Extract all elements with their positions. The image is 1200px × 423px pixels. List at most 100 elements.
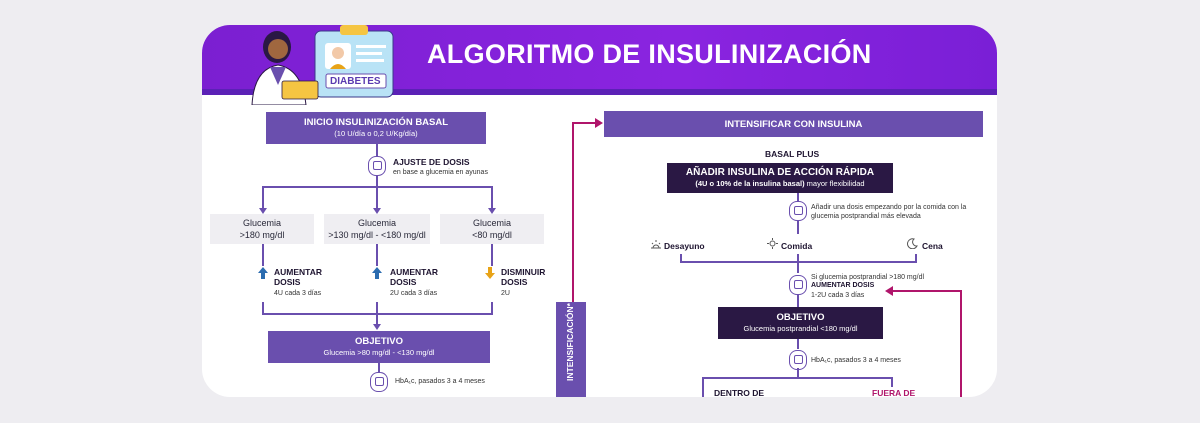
meal-lunch: Comida	[781, 241, 813, 251]
action-decrease: DISMINUIR DOSIS	[501, 267, 545, 287]
connector	[797, 295, 799, 307]
action-line2: DOSIS	[390, 277, 417, 287]
outside-target-label: FUERA DE	[872, 388, 916, 397]
connector	[376, 244, 378, 266]
connector	[797, 193, 799, 201]
action-line1: DISMINUIR	[501, 267, 546, 277]
objective-sub: Glucemia >80 mg/dl - <130 mg/dl	[323, 348, 435, 357]
action-detail: 2U	[501, 290, 510, 297]
merge-connector	[262, 313, 493, 315]
action-detail: 2U cada 3 días	[390, 290, 438, 297]
glucose-case-low: Glucemia <80 mg/dl	[440, 214, 544, 244]
basal-plus-label: BASAL PLUS	[765, 149, 820, 159]
connector	[797, 368, 799, 378]
arrow-up-icon	[258, 267, 268, 279]
action-increase-4: AUMENTAR DOSIS	[274, 267, 322, 287]
increase-note: Si glucemia postprandial >180 mg/dl	[811, 274, 925, 281]
feedback-line	[960, 290, 962, 397]
connector	[262, 244, 264, 266]
connector	[378, 363, 380, 372]
connector	[491, 302, 493, 314]
merge-connector	[680, 261, 917, 263]
connector	[262, 186, 264, 208]
glucometer-icon	[368, 156, 386, 176]
algorithm-card: DIABETES ALGORITMO DE INSULINIZACIÓN INI…	[202, 25, 997, 397]
intensify-line	[572, 122, 574, 302]
action-line1: AUMENTAR	[390, 267, 439, 277]
add-dose-note: Añadir una dosis empezando por la comida…	[811, 204, 967, 220]
arrow-right-icon	[595, 118, 603, 128]
glucose-value: <80 mg/dl	[472, 230, 512, 240]
objective-postprandial-box: OBJETIVO Glucemia postprandial <180 mg/d…	[718, 307, 883, 339]
connector	[702, 377, 704, 397]
connector	[680, 254, 682, 262]
glucose-value: >180 mg/dl	[239, 230, 285, 240]
connector	[797, 220, 799, 234]
connector	[797, 261, 799, 273]
increase-title: AUMENTAR DOSIS	[811, 282, 875, 289]
meal-dinner: Cena	[922, 241, 943, 251]
connector	[491, 244, 493, 266]
glucose-label: Glucemia	[357, 218, 396, 228]
start-basal-box: INICIO INSULINIZACIÓN BASAL (10 U/día o …	[266, 112, 486, 144]
page-title: ALGORITMO DE INSULINIZACIÓN	[427, 39, 872, 69]
glucometer-icon	[789, 275, 807, 295]
glucose-case-mid: Glucemia >130 mg/dl - <180 mg/dl	[324, 214, 430, 244]
add-rapid-sub-bold: (4U o 10% de la insulina basal)	[695, 179, 805, 188]
glucose-label: Glucemia	[472, 218, 511, 228]
diabetes-badge: DIABETES	[330, 76, 381, 87]
add-rapid-title: AÑADIR INSULINA DE ACCIÓN RÁPIDA	[685, 167, 875, 178]
arrow-down	[259, 208, 267, 214]
action-detail: 4U cada 3 días	[274, 290, 322, 297]
objective-basal-box: OBJETIVO Glucemia >80 mg/dl - <130 mg/dl	[268, 331, 490, 363]
feedback-line	[892, 290, 962, 292]
connector	[891, 377, 893, 387]
action-line2: DOSIS	[501, 277, 528, 287]
glucometer-icon	[789, 350, 807, 370]
hba1c-note: HbA₁c, pasados 3 a 4 meses	[811, 357, 901, 364]
adjust-dose-title: AJUSTE DE DOSIS	[393, 157, 470, 167]
intensification-tab	[556, 302, 586, 397]
objective-title: OBJETIVO	[776, 312, 825, 323]
connector	[262, 302, 264, 314]
glucose-label: Glucemia	[242, 218, 281, 228]
start-basal-title: INICIO INSULINIZACIÓN BASAL	[303, 117, 449, 128]
glucometer-icon	[370, 372, 388, 392]
connector	[376, 302, 378, 324]
connector	[797, 254, 799, 262]
arrow-left-icon	[885, 286, 893, 296]
branch-connector	[702, 377, 892, 379]
start-basal-sub: (10 U/día o 0,2 U/Kg/día)	[334, 129, 418, 138]
add-rapid-insulin-box: AÑADIR INSULINA DE ACCIÓN RÁPIDA (4U o 1…	[667, 163, 893, 193]
meal-breakfast: Desayuno	[664, 241, 705, 251]
sunrise-icon	[651, 240, 661, 249]
hba1c-note: HbA₁c, pasados 3 a 4 meses	[395, 378, 485, 385]
connector	[797, 339, 799, 349]
arrow-down	[488, 208, 496, 214]
moon-icon	[907, 238, 918, 249]
connector	[491, 186, 493, 208]
connector	[915, 254, 917, 262]
intensification-label: INTENSIFICACIÓN*	[565, 303, 575, 381]
connector	[376, 186, 378, 208]
header-band	[202, 89, 997, 95]
within-target-label: DENTRO DE	[714, 388, 765, 397]
sun-icon	[767, 238, 778, 249]
doctor-illustration	[251, 25, 394, 105]
intensify-line	[572, 122, 596, 124]
adjust-dose-sub: en base a glucemia en ayunas	[393, 169, 488, 176]
arrow-up-icon	[372, 267, 382, 279]
action-line1: AUMENTAR	[274, 267, 323, 277]
glucometer-icon	[789, 201, 807, 221]
add-rapid-sub: mayor flexibilidad	[804, 179, 865, 188]
connector	[376, 144, 378, 156]
intensify-title: INTENSIFICAR CON INSULINA	[724, 119, 863, 130]
connector	[376, 176, 378, 186]
intensify-insulin-box: INTENSIFICAR CON INSULINA	[604, 111, 983, 137]
arrow-down	[373, 208, 381, 214]
glucose-value: >130 mg/dl - <180 mg/dl	[328, 230, 426, 240]
action-line2: DOSIS	[274, 277, 301, 287]
arrow-down-icon	[485, 267, 495, 279]
action-increase-2: AUMENTAR DOSIS	[390, 267, 438, 287]
objective-sub: Glucemia postprandial <180 mg/dl	[743, 324, 858, 333]
